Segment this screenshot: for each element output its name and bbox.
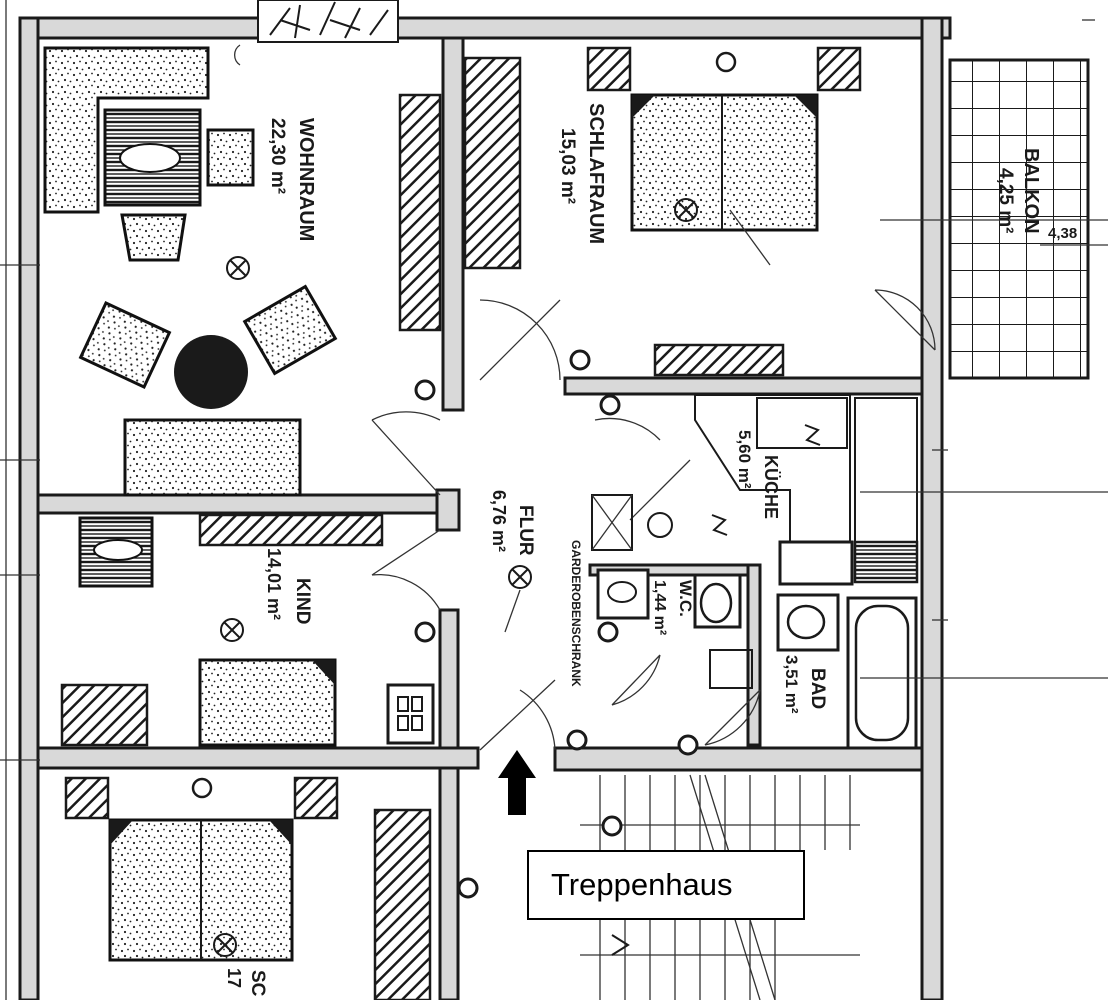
- kitchen-cabinet: [756, 397, 848, 449]
- dimension-label: 4,38: [1048, 225, 1077, 242]
- wall-wc-bath: [746, 563, 762, 747]
- wall-living-kind: [36, 493, 445, 515]
- armchair-1: [206, 128, 255, 187]
- label-wohnraum-name: WOHNRAUM: [295, 118, 317, 241]
- ceiling-light-icon: [674, 198, 698, 222]
- socket-icons: [414, 349, 699, 756]
- arrow-up-icon: [498, 750, 536, 815]
- label-kueche-name: KÜCHE: [761, 455, 781, 519]
- plant-box: [257, 0, 399, 43]
- bedroom: [463, 46, 936, 381]
- label-flur-name: FLUR: [515, 505, 536, 556]
- nightstand-lower-right: [293, 776, 339, 820]
- wall-kind-bottom: [36, 746, 480, 770]
- armchair-2: [120, 213, 187, 262]
- label-wohnraum-area: 22,30 m²: [267, 118, 288, 194]
- wardrobe-lower: [373, 808, 432, 1000]
- armchair-4: [242, 284, 338, 376]
- wall-living-bedroom: [441, 36, 465, 412]
- label-wc-name: W.C.: [676, 580, 695, 617]
- label-kind-name: KIND: [292, 578, 313, 624]
- stove: [853, 540, 919, 584]
- label-wc-area: 1,44 m²: [651, 580, 668, 635]
- ceiling-light-icon: [508, 565, 532, 589]
- sink: [778, 540, 854, 586]
- sofa: [123, 418, 302, 497]
- label-flur-area: 6,76 m²: [489, 490, 509, 552]
- wall-cabinet: [398, 93, 442, 332]
- kids-cabinet: [386, 683, 435, 745]
- stairwell-label: Treppenhaus: [527, 850, 805, 920]
- bathroom: [704, 593, 918, 750]
- kitchen: [591, 394, 919, 586]
- wc: [596, 568, 753, 706]
- double-bed: [630, 93, 819, 232]
- label-schlafraum-name: SCHLAFRAUM: [585, 103, 607, 244]
- nightstand-lower-left: [64, 776, 110, 820]
- label-partial-room-name: SC: [247, 970, 268, 997]
- nightstand-left: [586, 46, 632, 92]
- stairwell-label-text: Treppenhaus: [551, 867, 733, 902]
- room-labels: WOHNRAUM 22,30 m² SCHLAFRAUM 15,03 m² BA…: [224, 103, 1042, 997]
- wall-pillar: [435, 488, 461, 532]
- wall-bedroom-bottom: [563, 376, 924, 396]
- kids-room: [60, 513, 441, 747]
- wall-right: [920, 16, 944, 1000]
- kitchen-counter: [694, 394, 851, 546]
- wall-kind-flur: [438, 608, 460, 762]
- label-schlafraum-area: 15,03 m²: [557, 128, 578, 204]
- wall-bath-bottom: [553, 746, 924, 772]
- kids-bed: [198, 658, 337, 747]
- fridge: [854, 397, 918, 544]
- dresser: [653, 343, 785, 377]
- wall-stair-left: [438, 766, 460, 1000]
- label-balkon-area: 4,25 m²: [995, 168, 1016, 233]
- armchair-3: [78, 301, 172, 389]
- wardrobe-bedroom: [463, 56, 522, 270]
- wall-left: [18, 16, 40, 1000]
- wall-top: [18, 16, 952, 40]
- hallway: [414, 349, 699, 756]
- nightstand-right: [816, 46, 862, 92]
- balcony-tiles: [948, 58, 1090, 380]
- label-bad-name: BAD: [807, 668, 828, 709]
- ceiling-light-icon: [213, 933, 237, 957]
- ceiling-light-icon: [220, 618, 244, 642]
- kids-desk: [60, 683, 149, 747]
- label-wardrobe: GARDEROBENSCHRANK: [569, 540, 583, 687]
- kids-shelf: [198, 513, 384, 547]
- round-table: [174, 335, 248, 409]
- label-kind-area: 14,01 m²: [264, 548, 284, 620]
- label-partial-room-area: 17: [224, 968, 244, 988]
- balcony: 4,38: [880, 58, 1108, 380]
- lower-bedroom: [64, 776, 432, 1000]
- cabinet-box: [591, 494, 633, 551]
- label-kueche-area: 5,60 m²: [735, 430, 754, 489]
- ceiling-light-icon: [226, 256, 250, 280]
- label-bad-area: 3,51 m²: [782, 655, 801, 714]
- corner-sofa: [43, 46, 210, 214]
- label-balkon-name: BALKON: [1020, 148, 1042, 234]
- living-room: [43, 44, 442, 497]
